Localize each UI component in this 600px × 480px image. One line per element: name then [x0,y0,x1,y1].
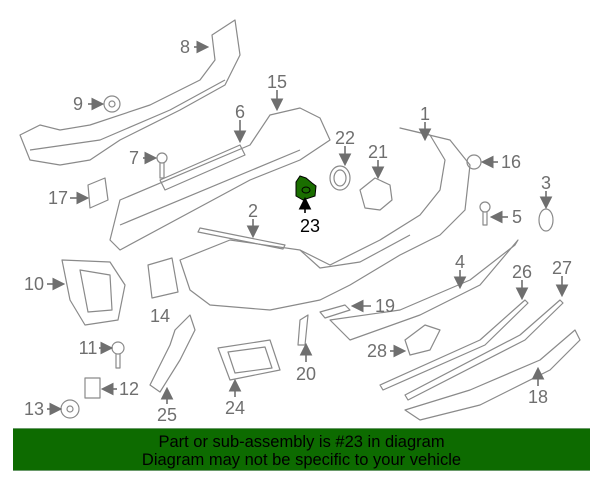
callout-8[interactable]: 8 [180,37,190,57]
callout-14[interactable]: 14 [150,306,170,326]
callout-26[interactable]: 26 [512,262,532,282]
part-12-clip [84,377,101,399]
callout-7[interactable]: 7 [129,148,139,168]
callout-19[interactable]: 19 [375,296,395,316]
part-8-reinforcement [19,19,241,166]
callout-5[interactable]: 5 [512,207,522,227]
callout-22[interactable]: 22 [335,128,355,148]
part-20-bracket [297,314,309,346]
part-10-bracket [61,259,126,326]
callout-17[interactable]: 17 [48,188,68,208]
part-3-cap [538,208,554,232]
callout-16[interactable]: 16 [501,152,521,172]
callout-9[interactable]: 9 [73,94,83,114]
callout-27[interactable]: 27 [552,258,572,278]
part-5-bolt [479,201,491,226]
part-1-bumper-cover [179,127,471,311]
part-19-reflector [319,304,351,319]
callout-23[interactable]: 23 [300,216,320,236]
part-17-plate [87,177,109,209]
part-27-strip [404,299,564,401]
part-9-nut [103,95,121,113]
part-23-bracket [295,175,317,201]
banner-line-2: Diagram may not be specific to your vehi… [141,451,462,469]
callout-13[interactable]: 13 [24,399,44,419]
callout-15[interactable]: 15 [267,72,287,92]
part-18-trim [404,329,581,421]
callout-labels: 8 9 15 6 1 22 21 16 7 17 3 23 5 2 10 4 2… [24,37,572,425]
callout-18[interactable]: 18 [528,387,548,407]
part-2-strip [197,227,286,250]
callout-21[interactable]: 21 [368,142,388,162]
callout-3[interactable]: 3 [541,173,551,193]
callout-4[interactable]: 4 [455,252,465,272]
part-21-sensor [359,177,393,211]
callout-1[interactable]: 1 [420,104,430,124]
part-7-bolt [156,152,168,179]
part-11-bolt [111,341,125,369]
callout-2[interactable]: 2 [248,201,258,221]
callout-25[interactable]: 25 [157,405,177,425]
part-26-strip [379,299,529,391]
callout-arrows [47,40,569,416]
callout-20[interactable]: 20 [296,364,316,384]
part-4-trim [329,239,519,341]
callout-6[interactable]: 6 [235,102,245,122]
banner-line-1: Part or sub-assembly is #23 in diagram [158,433,445,451]
part-28-bracket [404,324,441,356]
part-14-pad [147,257,179,299]
part-25-bracket [149,314,196,393]
callout-24[interactable]: 24 [225,398,245,418]
callout-10[interactable]: 10 [24,274,44,294]
callout-11[interactable]: 11 [79,338,98,358]
part-24-module [217,339,281,381]
part-15-6-bumper-beam [109,107,331,251]
part-16-nut [466,154,482,170]
info-banner: Part or sub-assembly is #23 in diagram D… [13,428,590,471]
callout-28[interactable]: 28 [367,341,387,361]
part-22-sensor-ring [329,165,351,191]
callout-12[interactable]: 12 [119,379,139,399]
part-13-nut [60,399,80,419]
